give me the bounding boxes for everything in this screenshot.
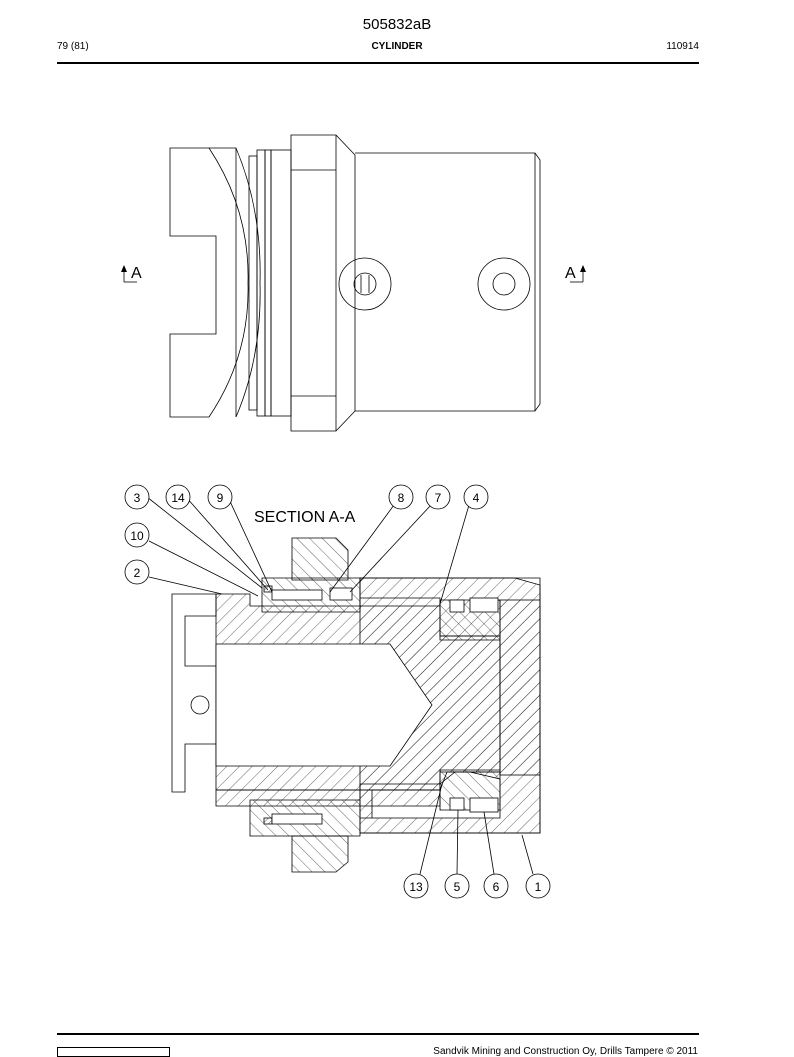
section-view [171,537,541,873]
callout-10: 10 [124,522,150,548]
callout-13: 13 [403,873,429,899]
callout-9: 9 [207,484,233,510]
svg-text:9: 9 [217,491,224,505]
callout-7: 7 [425,484,451,510]
svg-text:5: 5 [454,880,461,894]
svg-text:7: 7 [435,491,442,505]
svg-text:13: 13 [409,880,423,894]
leader-lines [146,496,534,875]
section-title: SECTION A-A [254,509,356,526]
page-number: 79 (81) [57,41,89,52]
svg-text:3: 3 [134,491,141,505]
callout-3: 3 [124,484,150,510]
svg-text:10: 10 [130,529,144,543]
svg-text:14: 14 [171,491,185,505]
callout-2: 2 [124,559,150,585]
section-marker-label: A [565,265,576,282]
footer-copyright: Sandvik Mining and Construction Oy, Dril… [433,1046,698,1057]
svg-text:8: 8 [398,491,405,505]
company-logo [57,1047,170,1057]
svg-text:1: 1 [535,880,542,894]
callout-5: 5 [444,873,470,899]
section-marker-right: A [565,265,586,283]
section-marker-left: A [121,265,142,283]
document-code: 110914 [666,41,699,52]
callout-1: 1 [525,873,551,899]
document-id: 505832aB [362,16,432,33]
callout-4: 4 [463,484,489,510]
exterior-view [169,134,541,432]
svg-text:6: 6 [493,880,500,894]
page-title: CYLINDER [371,41,423,52]
footer-rule [57,1033,699,1035]
callout-14: 14 [165,484,191,510]
technical-drawing: A A SECTION A-A [121,134,586,899]
section-marker-label: A [131,265,142,282]
callout-8: 8 [388,484,414,510]
svg-text:4: 4 [473,491,480,505]
header-rule [57,62,699,64]
svg-text:2: 2 [134,566,141,580]
callout-6: 6 [483,873,509,899]
